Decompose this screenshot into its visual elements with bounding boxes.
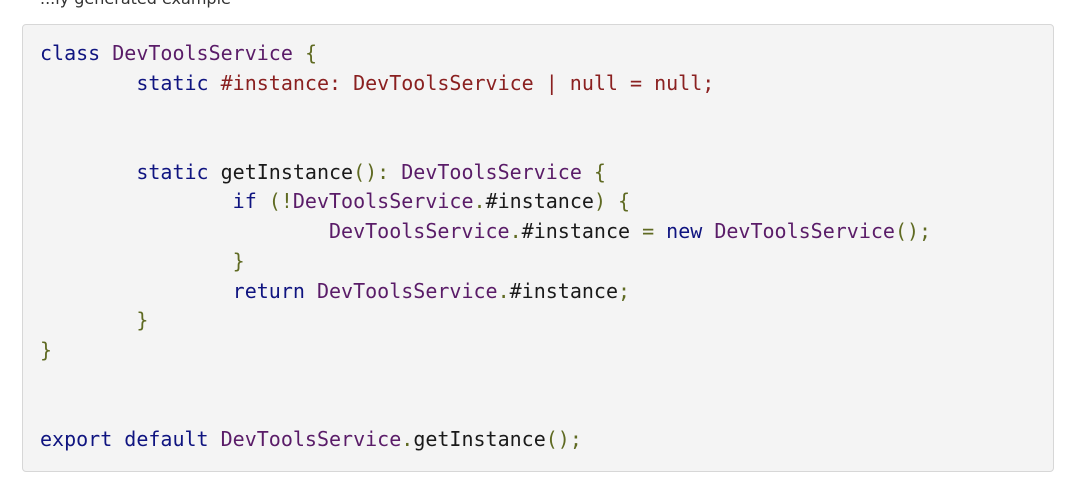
code-token: [40, 249, 233, 273]
code-token: [606, 189, 618, 213]
code-token: DevToolsService: [714, 219, 895, 244]
code-token: [40, 219, 329, 243]
code-token: getInstance: [208, 159, 354, 184]
code-line: export default DevToolsService.getInstan…: [40, 425, 931, 455]
code-block: class DevToolsService { static #instance…: [22, 24, 1054, 472]
code-token: [40, 71, 136, 95]
code-line: static #instance: DevToolsService | null…: [40, 69, 931, 99]
code-line: DevToolsService.#instance = new DevTools…: [40, 217, 931, 247]
code-line: }: [40, 336, 931, 366]
code-token: {: [304, 41, 317, 65]
code-token: [582, 160, 594, 184]
code-token: .: [401, 426, 414, 451]
code-token: export: [40, 426, 113, 451]
code-token: [702, 219, 714, 243]
code-token: [305, 279, 317, 303]
code-token: [40, 308, 136, 332]
code-token: static: [136, 70, 209, 95]
code-token: #instance: [521, 219, 631, 244]
code-token: (!: [268, 189, 293, 214]
code-line: ​: [40, 128, 931, 158]
code-token: default: [124, 426, 209, 451]
code-line: ​: [40, 98, 931, 128]
code-token: DevToolsService: [292, 189, 474, 214]
code-line: if (!DevToolsService.#instance) {: [40, 187, 931, 217]
code-token: DevToolsService: [401, 159, 582, 184]
code-token: }: [40, 337, 53, 362]
code-token: #instance: [485, 189, 594, 214]
code-token: [257, 189, 269, 213]
code-line: }: [40, 306, 931, 336]
code-line: return DevToolsService.#instance;: [40, 277, 931, 307]
code-token: {: [593, 159, 606, 184]
code-token: DevToolsService: [220, 426, 402, 451]
code-token: [293, 41, 305, 65]
code-token: [209, 427, 221, 451]
code-token: ): [593, 189, 606, 214]
code-token: }: [136, 308, 149, 333]
code-token: [40, 160, 136, 184]
code-token: static: [136, 159, 209, 184]
code-token: #instance: DevToolsService | null = null…: [208, 70, 715, 95]
code-token: if: [232, 189, 257, 214]
code-token: [100, 41, 112, 65]
cut-off-paragraph-text: ...ly generated example: [40, 0, 231, 8]
code-token: [389, 160, 401, 184]
code-token: [40, 279, 233, 303]
code-line: class DevToolsService {: [40, 39, 931, 69]
code-token: getInstance: [413, 426, 546, 451]
code-token: .: [497, 278, 510, 303]
code-line: static getInstance(): DevToolsService {: [40, 158, 931, 188]
code-token: DevToolsService: [328, 219, 510, 244]
code-content: class DevToolsService { static #instance…: [40, 39, 931, 455]
code-token: =: [642, 219, 655, 244]
code-token: DevToolsService: [316, 278, 498, 303]
code-token: return: [232, 278, 305, 303]
code-token: ;: [618, 278, 631, 303]
code-token: .: [473, 189, 486, 214]
code-token: [630, 219, 642, 243]
code-token: }: [232, 248, 245, 273]
code-line: ​: [40, 366, 931, 396]
code-token: ();: [894, 219, 932, 244]
code-token: .: [509, 219, 522, 244]
code-token: new: [666, 219, 703, 244]
code-token: DevToolsService: [112, 41, 293, 65]
code-token: {: [618, 189, 631, 214]
code-token: class: [40, 41, 101, 65]
code-line: ​: [40, 395, 931, 425]
code-line: }: [40, 247, 931, 277]
code-token: #instance: [509, 278, 618, 303]
code-token: [654, 219, 666, 243]
code-token: [40, 189, 233, 213]
code-token: [112, 427, 124, 451]
code-token: ();: [545, 426, 582, 451]
code-token: ():: [353, 159, 390, 184]
